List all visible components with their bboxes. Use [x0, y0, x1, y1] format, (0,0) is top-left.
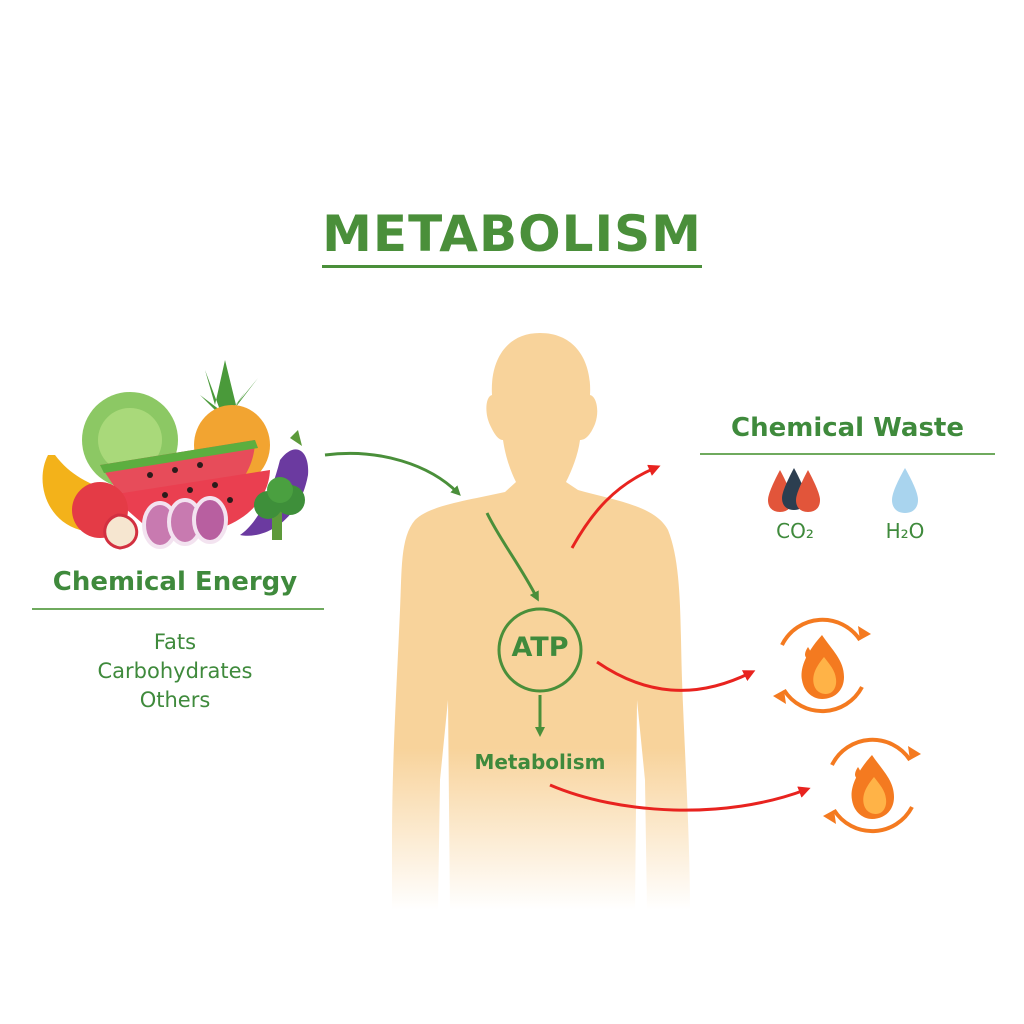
waste-arrow [570, 464, 661, 549]
atp-heat-arrow [596, 660, 756, 692]
co2-drops-icon [768, 468, 820, 512]
energy-source-item: Fats [153, 630, 197, 654]
energy-source-item: Carbohydrates [97, 659, 253, 683]
chemical-waste-heading: Chemical Waste [731, 413, 964, 443]
atp-circle [497, 607, 583, 693]
h2o-label: H₂O [885, 519, 925, 543]
h2o-drop-icon [892, 468, 918, 513]
co2-label: CO₂ [776, 519, 814, 543]
page-title: METABOLISM [0, 205, 1024, 268]
fruits-vegetables-icon [42, 360, 309, 550]
energy-source-item: Others [139, 688, 211, 712]
chemical-waste-divider [700, 453, 995, 455]
heat-flame-cycle-icon [773, 617, 871, 714]
chemical-energy-heading: Chemical Energy [52, 567, 298, 597]
atp-label: ATP [511, 632, 569, 663]
human-body-silhouette [392, 333, 690, 910]
energy-sources-list: Fats Carbohydrates Others [20, 628, 330, 715]
chemical-energy-divider [32, 608, 324, 610]
metabolism-heat-arrow [549, 783, 811, 812]
heat-flame-cycle-icon [823, 737, 921, 834]
food-to-body-arrow [324, 451, 461, 496]
metabolism-label: Metabolism [474, 750, 606, 774]
body-to-atp-arrow [485, 512, 539, 602]
